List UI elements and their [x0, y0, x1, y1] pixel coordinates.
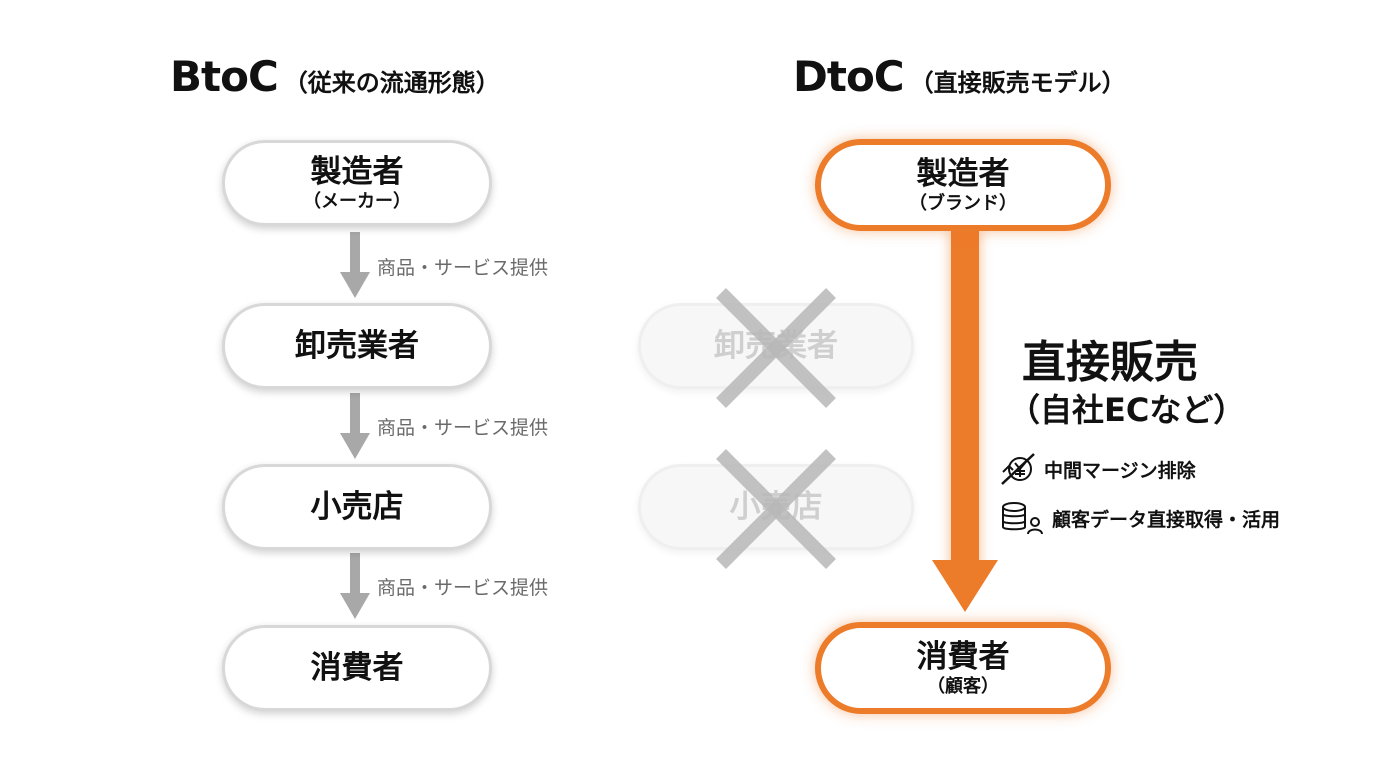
benefit-no-margin: 中間マージン排除: [1000, 452, 1196, 486]
btoc-arrow-2: [340, 393, 370, 459]
btoc-title-sub: （従来の流通形態）: [283, 69, 500, 97]
btoc-arrows: [340, 232, 370, 619]
dtoc-title-main: DtoC: [793, 52, 905, 101]
dtoc-node-consumer: 消費者 （顧客）: [815, 622, 1111, 714]
btoc-node-manufacturer: 製造者 （メーカー）: [222, 140, 492, 226]
btoc-title-main: BtoC: [170, 52, 279, 101]
benefit-no-margin-text: 中間マージン排除: [1044, 459, 1196, 482]
btoc-node-manufacturer-label: 製造者: [310, 154, 404, 190]
dtoc-title-sub: （直接販売モデル）: [909, 69, 1126, 97]
dtoc-node-consumer-sub: （顧客）: [927, 676, 999, 697]
btoc-node-manufacturer-sub: （メーカー）: [303, 191, 411, 212]
btoc-node-wholesaler: 卸売業者: [222, 303, 492, 389]
dtoc-node-manufacturer-label: 製造者: [916, 156, 1010, 192]
dtoc-direct-arrow: [932, 230, 998, 612]
cross-icon-wholesaler: [716, 288, 836, 408]
no-margin-icon: [1001, 453, 1035, 485]
dtoc-removed-wholesaler: 卸売業者: [638, 303, 914, 389]
btoc-flow-label-2: 商品・サービス提供: [377, 417, 549, 439]
direct-sales-label: 直接販売: [1022, 337, 1198, 388]
btoc-arrow-3: [340, 553, 370, 619]
database-user-icon: [1002, 502, 1043, 535]
btoc-flow-label-1: 商品・サービス提供: [377, 257, 549, 279]
benefit-customer-data-text: 顧客データ直接取得・活用: [1052, 508, 1281, 531]
btoc-flow-label-3: 商品・サービス提供: [377, 577, 549, 599]
btoc-arrow-1: [340, 232, 370, 298]
dtoc-node-consumer-label: 消費者: [916, 639, 1010, 675]
btoc-node-retailer: 小売店: [222, 464, 492, 550]
dtoc-node-manufacturer: 製造者 （ブランド）: [815, 139, 1111, 231]
dtoc-title: DtoC （直接販売モデル）: [793, 52, 1126, 108]
btoc-node-retailer-label: 小売店: [310, 489, 404, 525]
btoc-node-wholesaler-label: 卸売業者: [295, 328, 419, 364]
btoc-node-consumer: 消費者: [222, 625, 492, 711]
direct-sales-sub: （自社ECなど）: [1008, 391, 1246, 429]
btoc-node-consumer-label: 消費者: [310, 650, 404, 686]
cross-icon-retailer: [716, 449, 836, 569]
dtoc-node-manufacturer-sub: （ブランド）: [909, 193, 1017, 214]
btoc-title: BtoC （従来の流通形態）: [170, 52, 500, 108]
benefit-customer-data: 顧客データ直接取得・活用: [1000, 500, 1280, 536]
